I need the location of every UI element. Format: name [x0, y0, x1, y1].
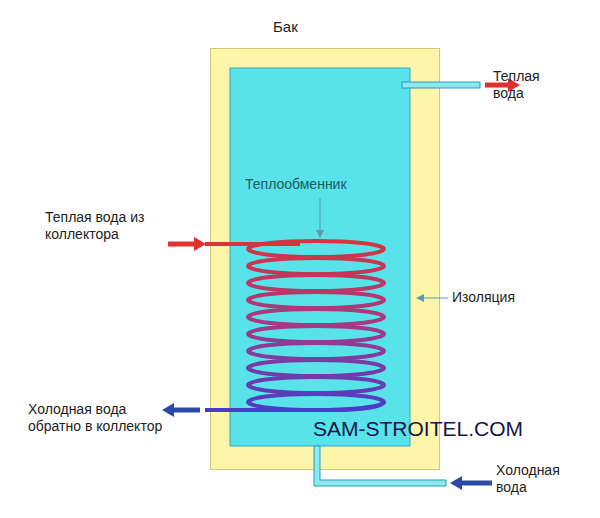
insulation-label: Изоляция [452, 289, 515, 306]
leader-head [316, 230, 324, 238]
heat-exchanger-coil [205, 241, 384, 410]
leader-line [320, 198, 321, 236]
coil-turn [248, 343, 384, 359]
warm-in-arrow [168, 237, 206, 251]
coil-turn [248, 377, 384, 393]
cold-return-arrow [162, 403, 200, 417]
outlet-label: Теплая вода [493, 68, 555, 102]
inlet-water-label: Холодная вода [496, 462, 568, 496]
water-volume [230, 68, 410, 446]
tank-insulation: Бак [210, 48, 440, 470]
inlet-label: Теплая вода из коллектора [45, 209, 195, 243]
warm-water-pipe [402, 82, 480, 88]
cold-water-in-arrow [450, 476, 492, 490]
coil-turn [248, 394, 384, 410]
coil-turn [248, 241, 384, 257]
coil-turn [248, 258, 384, 274]
arrow-head [162, 403, 174, 417]
arrow-shaft [174, 408, 200, 413]
coil-turn [248, 275, 384, 291]
return-label: Холодная вода обратно в коллектор [28, 401, 173, 435]
coil-turn [248, 326, 384, 342]
leader-head [416, 294, 424, 302]
coil-outlet [205, 402, 384, 410]
arrow-head [450, 476, 462, 490]
leader-line [418, 298, 448, 299]
coil-turn [248, 292, 384, 308]
coil-label: Теплообменник [245, 176, 347, 193]
watermark: SAM-STROITEL.COM [313, 417, 523, 441]
cold-water-pipe [314, 446, 446, 486]
arrow-shaft [462, 481, 492, 486]
coil-inlet [205, 242, 300, 246]
coil-turn [248, 360, 384, 376]
arrow-head [194, 237, 206, 251]
arrow-shaft [168, 242, 194, 247]
tank-title: Бак [273, 18, 298, 36]
coil-turn [248, 309, 384, 325]
